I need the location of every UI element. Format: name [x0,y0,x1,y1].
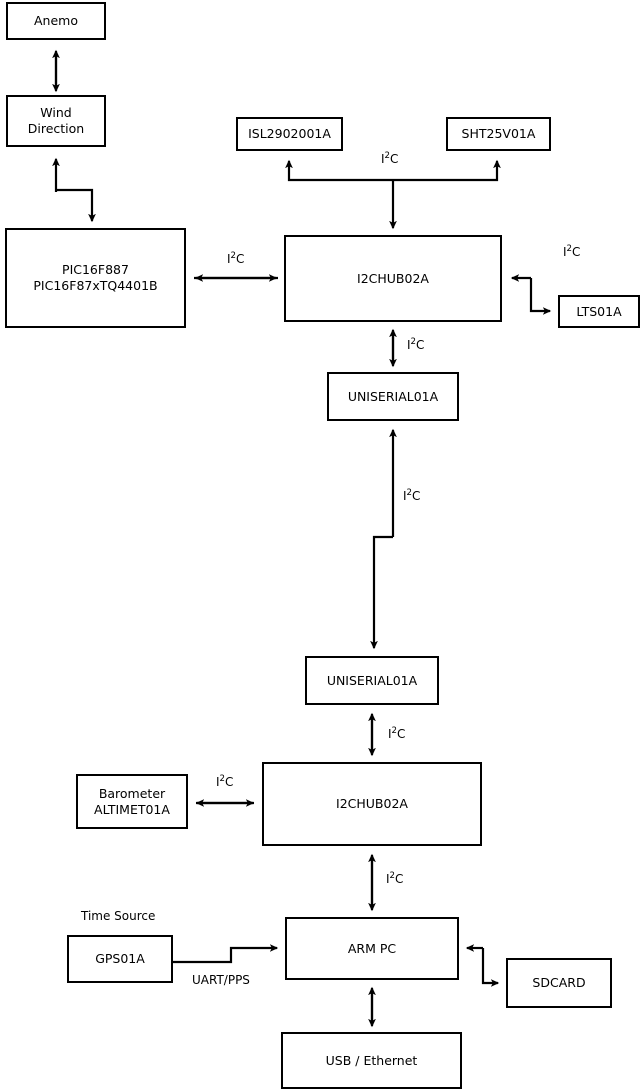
node-label: UNISERIAL01A [326,672,418,688]
edge-label-i2c-hub-lts: I2C [563,244,581,259]
edge-label-i2c-isl-sht: I2C [381,151,399,166]
node-label: Anemo [34,13,78,29]
node-label: USB / Ethernet [325,1052,418,1068]
node-pic16f887[interactable]: PIC16F887 PIC16F87xTQ4401B [5,228,186,328]
edge-label-i2c-uniserial-link: I2C [403,488,421,503]
node-label: I2CHUB02A [336,796,408,812]
node-label: SDCARD [532,975,586,991]
wire-gps-armpc [173,944,279,964]
node-wind-direction[interactable]: Wind Direction [6,95,106,147]
node-label: ARM PC [347,940,397,956]
node-usb-ethernet[interactable]: USB / Ethernet [281,1032,462,1089]
edge-label-i2c-uniserial-hub: I2C [388,726,406,741]
node-label: Wind Direction [27,105,85,136]
edge-label-uart-pps: UART/PPS [192,973,250,987]
node-barometer-altimet01a[interactable]: Barometer ALTIMET01A [76,774,188,829]
node-lts01a[interactable]: LTS01A [558,295,640,328]
node-isl2902001a[interactable]: ISL2902001A [236,117,343,151]
node-label: ISL2902001A [248,126,331,142]
node-sht25v01a[interactable]: SHT25V01A [446,117,551,151]
edge-label-i2c-hub-armpc: I2C [386,871,404,886]
edge-label-i2c-hub-uniserial: I2C [407,337,425,352]
node-sdcard[interactable]: SDCARD [506,958,612,1008]
wire-hub-lts [510,274,552,315]
node-gps01a[interactable]: GPS01A [67,935,173,983]
wire-armpc-sdcard [465,944,500,987]
node-label: LTS01A [576,303,622,319]
wire-hub-isl-sht [285,159,501,230]
edge-label-i2c-pic-hub: I2C [227,251,245,266]
edge-label-i2c-baro-hub: I2C [216,774,234,789]
node-label: UNISERIAL01A [347,388,439,404]
caption-text: Time Source [81,909,156,923]
node-anemo[interactable]: Anemo [6,2,106,40]
node-label: I2CHUB02A [357,270,429,286]
wire-uniserial-link [370,428,397,650]
node-i2chub02a-top[interactable]: I2CHUB02A [284,235,502,322]
node-uniserial01a-lower[interactable]: UNISERIAL01A [305,656,439,705]
node-label: Barometer ALTIMET01A [94,785,170,817]
node-uniserial01a-upper[interactable]: UNISERIAL01A [327,372,459,421]
node-label: PIC16F887 PIC16F87xTQ4401B [33,262,158,293]
node-label: SHT25V01A [461,126,536,142]
node-i2chub02a-bottom[interactable]: I2CHUB02A [262,762,482,846]
wire-pic-wind [52,157,96,223]
caption-time-source: Time Source [81,909,155,923]
node-arm-pc[interactable]: ARM PC [285,917,459,980]
node-label: GPS01A [95,951,145,967]
